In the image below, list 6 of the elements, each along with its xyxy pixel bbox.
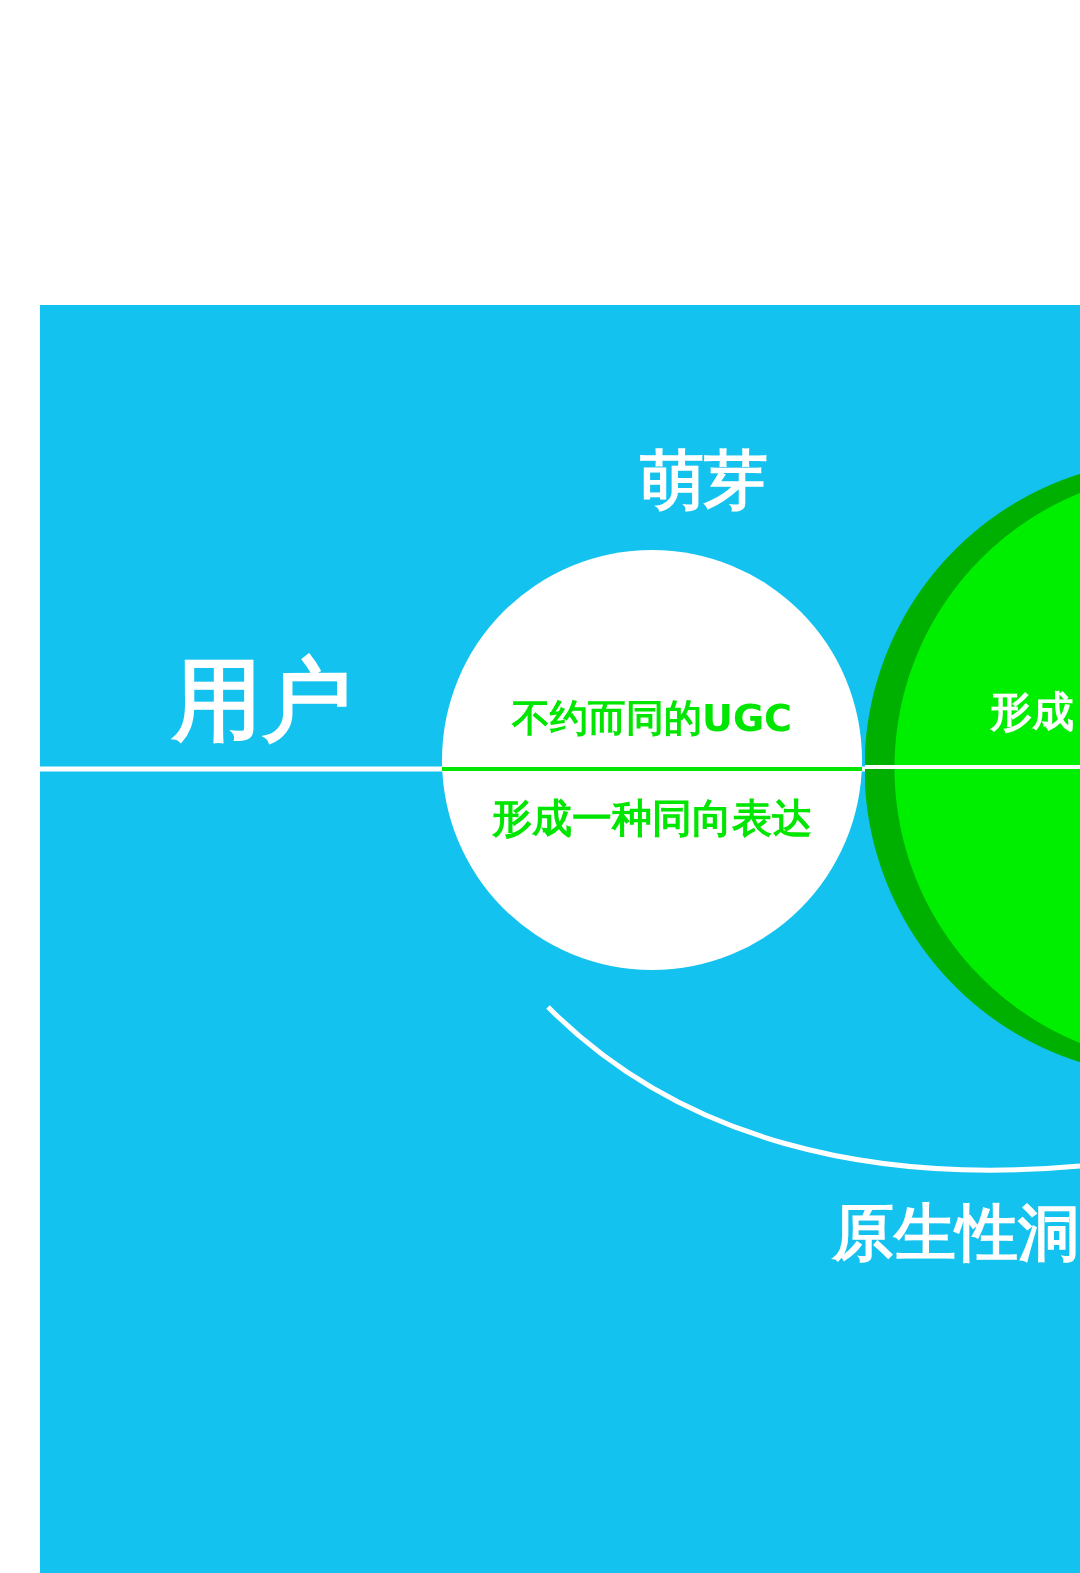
node-text: 形成一种同向表达 xyxy=(492,798,812,838)
stage-label: 原生性洞 xyxy=(832,1202,1080,1264)
node-text: 不约而同的UGC xyxy=(512,699,792,737)
node-text: 形成 xyxy=(990,691,1074,733)
stage-label: 萌芽 xyxy=(640,448,768,512)
axis-label: 用户 xyxy=(172,655,352,745)
